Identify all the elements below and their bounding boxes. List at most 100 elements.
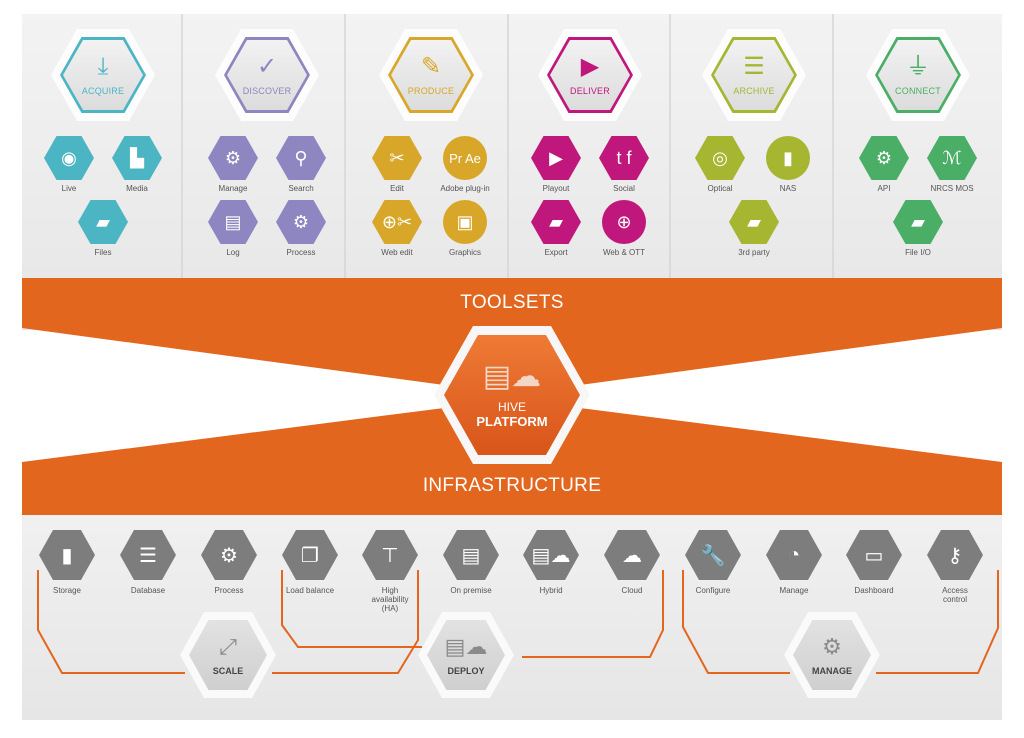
- key-icon: ⚷: [947, 544, 963, 567]
- record-icon: ◉: [61, 147, 77, 168]
- toolset-label: DISCOVER: [242, 86, 292, 96]
- tool-label: Process: [286, 248, 316, 257]
- hub-face: ▤☁ DEPLOY: [427, 620, 505, 690]
- network-tree-icon: ⊤: [381, 544, 399, 567]
- tool-label: Web edit: [381, 248, 413, 257]
- infra-label: Dashboard: [854, 586, 894, 595]
- database-folder-icon: ☰: [743, 53, 765, 80]
- cylinder-icon: ▮: [783, 147, 793, 168]
- infra-label: Database: [130, 586, 166, 595]
- play-circle-icon: ▶: [580, 53, 600, 80]
- plug-icon: ⏚: [906, 53, 930, 80]
- toolset-deliver[interactable]: ▶ DELIVER: [538, 29, 642, 121]
- toolset-produce[interactable]: ✎ PRODUCE: [379, 29, 483, 121]
- tool-process[interactable]: ⚙: [276, 200, 326, 244]
- toolset-label: ARCHIVE: [733, 86, 775, 96]
- tool-label: 3rd party: [738, 248, 770, 257]
- globe-icon: ⊕: [616, 211, 632, 232]
- scissors-icon: ✂: [389, 147, 405, 168]
- globe-scissors-icon: ⊕✂: [381, 211, 413, 232]
- infra-label: Load balance: [285, 586, 335, 595]
- hub-label: DEPLOY: [447, 666, 485, 676]
- infra-label: Hybrid: [539, 586, 563, 595]
- cloud-icon: ☁: [622, 544, 642, 567]
- server-cloud-icon: ▤☁: [531, 544, 571, 567]
- infra-label: On premise: [450, 586, 492, 595]
- tool-label: Social: [613, 184, 635, 193]
- tool-web-edit[interactable]: ⊕✂: [372, 200, 422, 244]
- tool-label: Adobe plug-in: [440, 184, 490, 193]
- infra-label: Storage: [52, 586, 82, 595]
- tool-edit[interactable]: ✂: [372, 136, 422, 180]
- download-tray-icon: ⤓: [97, 53, 109, 80]
- tool-label: NAS: [779, 184, 797, 193]
- tool-search[interactable]: ⚲: [276, 136, 326, 180]
- search-icon: ⚲: [294, 147, 308, 168]
- infra-label: Cloud: [621, 586, 643, 595]
- monitor-play-icon: ▣: [456, 211, 474, 232]
- folder-icon: ▰: [747, 211, 761, 232]
- cylinder-icon: ▮: [61, 544, 73, 567]
- platform-line1: HIVE: [497, 399, 526, 414]
- wrench-icon: 🔧: [700, 544, 726, 567]
- infra-label: Configure: [695, 586, 731, 595]
- hub-face: ⚙ MANAGE: [793, 620, 871, 690]
- folder-icon: ▰: [96, 211, 110, 232]
- tool-label: Edit: [390, 184, 404, 193]
- infra-label: Process: [214, 586, 244, 595]
- code-gear-icon: ⚙: [875, 147, 893, 168]
- toolset-label: DELIVER: [570, 86, 610, 96]
- adobe-icon: Pr Ae: [449, 150, 481, 166]
- connector-lines: [37, 570, 999, 674]
- server-icon: ▤: [461, 544, 481, 567]
- hub-label: MANAGE: [812, 666, 852, 676]
- camera-icon: ▙: [130, 147, 144, 168]
- hub-label: SCALE: [212, 666, 244, 676]
- magnifier-check-icon: ✓: [256, 53, 278, 80]
- disc-icon: ◎: [712, 147, 728, 168]
- tool-graphics[interactable]: ▣: [443, 200, 487, 244]
- twitter-facebook-icon: t f: [616, 147, 632, 168]
- stopwatch-icon: ◔: [787, 543, 801, 566]
- toolset-label: ACQUIRE: [81, 86, 125, 96]
- folder-icon: ▰: [911, 211, 925, 232]
- stacked-pages-icon: ❐: [301, 544, 319, 567]
- hub-face: ⤢ SCALE: [189, 620, 267, 690]
- infra-label: Access control: [942, 586, 968, 604]
- gears-icon: ⚙: [220, 544, 238, 567]
- tool-label: Log: [226, 248, 240, 257]
- toolsets-title: TOOLSETS: [460, 292, 564, 313]
- infra-label: Manage: [779, 586, 809, 595]
- folder-icon: ▰: [549, 211, 563, 232]
- tool-label: Media: [126, 184, 148, 193]
- hive-platform-hub[interactable]: ▤☁ HIVE PLATFORM: [434, 326, 590, 464]
- tool-label: Live: [61, 184, 77, 193]
- play-screen-icon: ▶: [549, 147, 563, 168]
- tool-adobe-plug-in[interactable]: Pr Ae: [443, 136, 487, 180]
- tool-nas[interactable]: ▮: [766, 136, 810, 180]
- wrench-gear-icon: ⚙: [224, 147, 242, 168]
- pencil-square-icon: ✎: [420, 53, 442, 80]
- mos-logo-icon: ℳ: [942, 147, 962, 168]
- toolset-face: ✎ PRODUCE: [391, 40, 471, 110]
- gears-icon: ⚙: [292, 211, 310, 232]
- tool-label: Graphics: [448, 248, 481, 257]
- database-icon: ☰: [139, 544, 157, 567]
- tool-label: Search: [288, 184, 314, 193]
- monitor-icon: ▭: [864, 544, 884, 567]
- server-cloud-icon: ▤☁: [444, 634, 488, 659]
- tool-label: Manage: [218, 184, 248, 193]
- infra-label: High availability (HA): [371, 586, 409, 613]
- toolset-label: PRODUCE: [407, 86, 455, 96]
- gear-clock-icon: ⚙: [822, 634, 842, 659]
- toolsets-panel: [22, 14, 1002, 330]
- tool-label: NRCS MOS: [930, 184, 974, 193]
- tool-label: Export: [544, 248, 568, 257]
- tool-label: Playout: [542, 184, 570, 193]
- document-list-icon: ▤: [224, 211, 242, 232]
- tool-label: File I/O: [905, 248, 931, 257]
- tool-web-ott[interactable]: ⊕: [602, 200, 646, 244]
- resize-icon: ⤢: [219, 634, 237, 659]
- tool-label: Optical: [707, 184, 733, 193]
- platform-line2: PLATFORM: [476, 413, 548, 429]
